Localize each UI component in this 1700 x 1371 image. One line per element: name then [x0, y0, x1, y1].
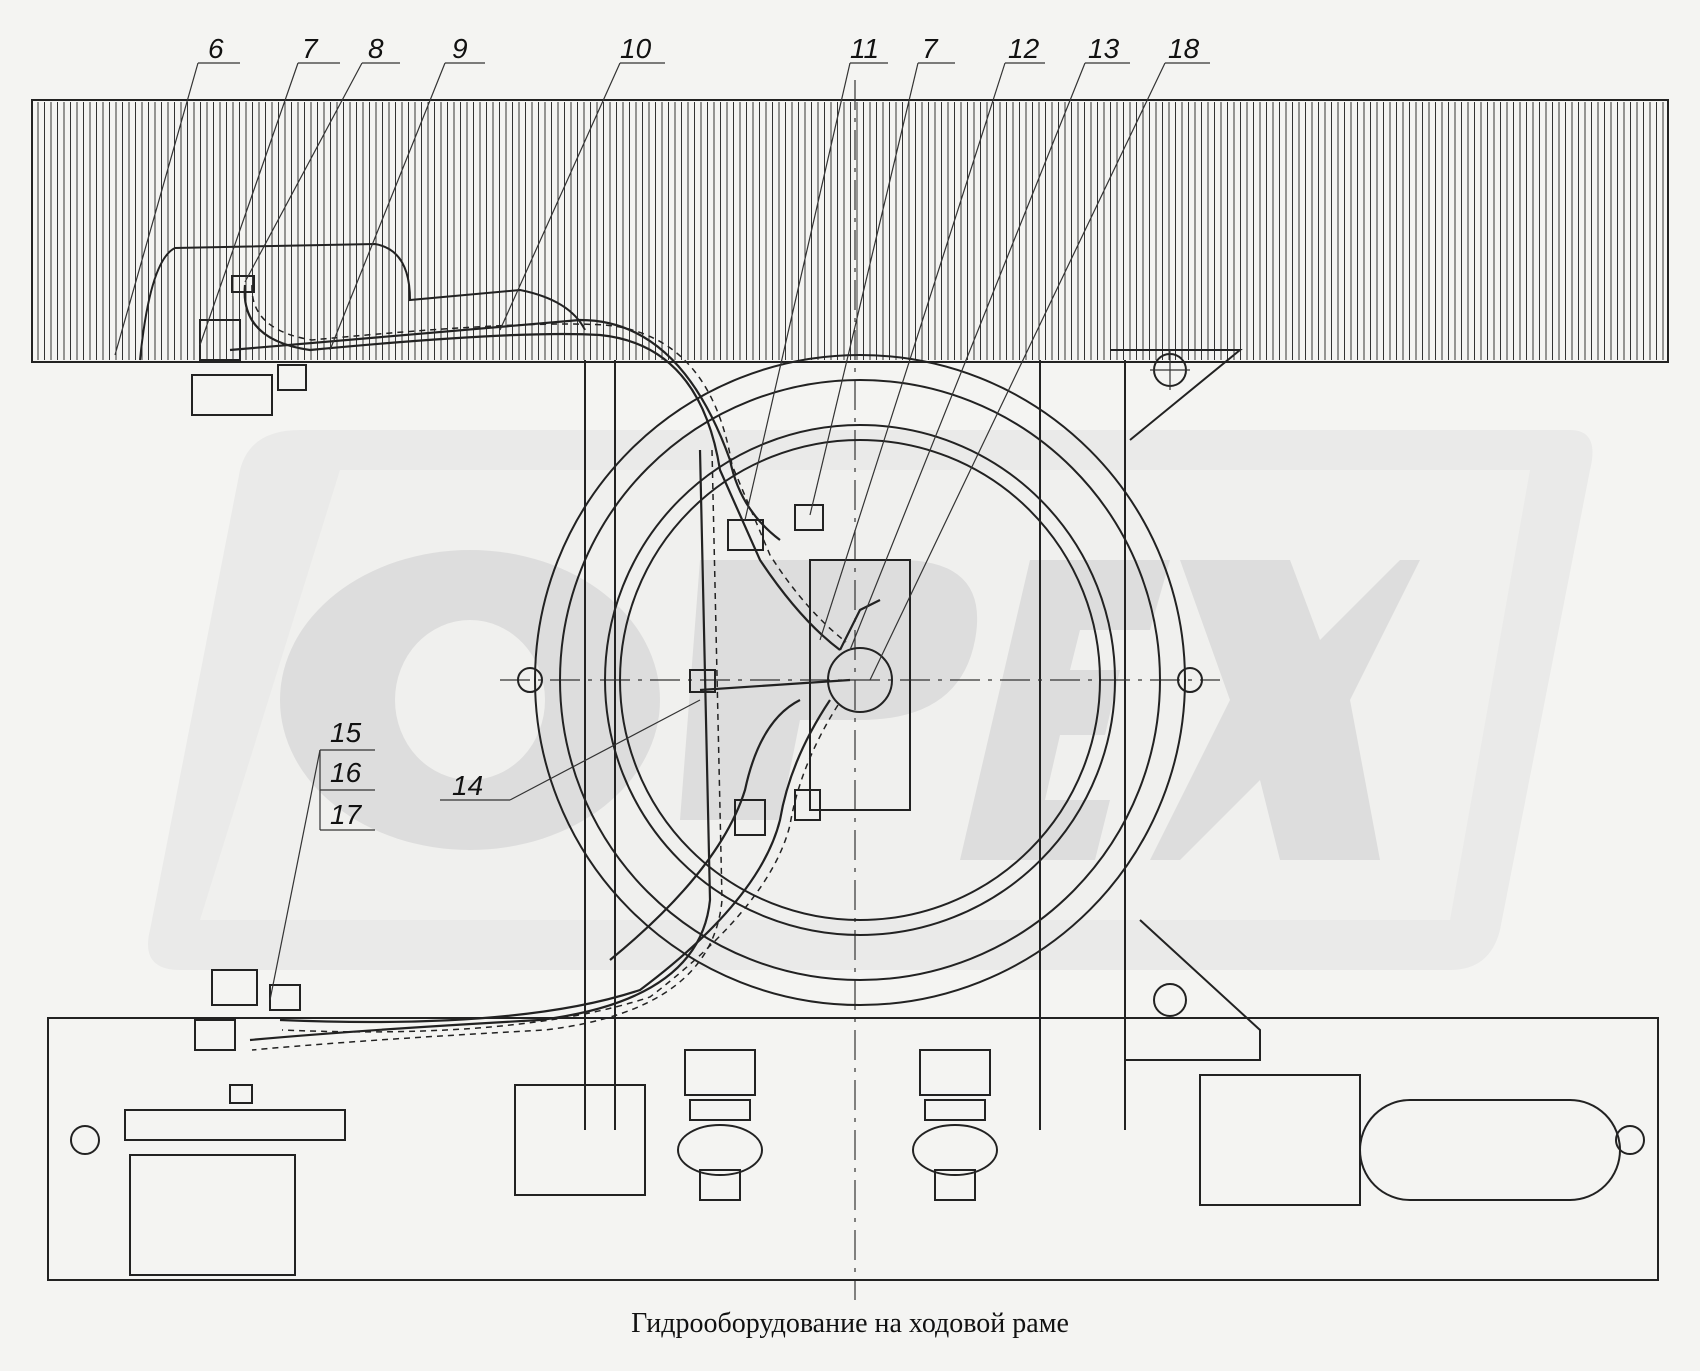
callout-11: 11: [850, 33, 879, 64]
callout-17: 17: [330, 799, 363, 830]
hydraulic-hoses: [229, 284, 881, 1051]
lower-track-frame: [47, 919, 1659, 1281]
callout-13: 13: [1088, 33, 1120, 64]
callout-15: 15: [330, 717, 362, 748]
callout-14: 14: [452, 770, 483, 801]
callout-labels: 6 7 8 9 10 11 7 12 13 18 14 15 16 17: [208, 33, 1200, 830]
callout-6: 6: [208, 33, 224, 64]
callout-12: 12: [1008, 33, 1040, 64]
callout-7-right: 7: [922, 33, 939, 64]
callout-8: 8: [368, 33, 384, 64]
callout-9: 9: [452, 33, 468, 64]
diagram-caption: Гидрооборудование на ходовой раме: [631, 1308, 1069, 1339]
callout-10: 10: [620, 33, 652, 64]
hose-fittings: [191, 275, 824, 1104]
roller-1: [677, 1049, 763, 1201]
callout-18: 18: [1168, 33, 1200, 64]
callout-7-left: 7: [302, 33, 319, 64]
upper-bracket: [139, 242, 1243, 441]
roller-2: [912, 1049, 998, 1201]
callout-16: 16: [330, 757, 362, 788]
upper-track-frame: [31, 99, 1669, 363]
slewing-ring: [517, 354, 1203, 1006]
leader-lines: [114, 62, 1210, 1001]
track-rollers: [677, 1049, 998, 1201]
